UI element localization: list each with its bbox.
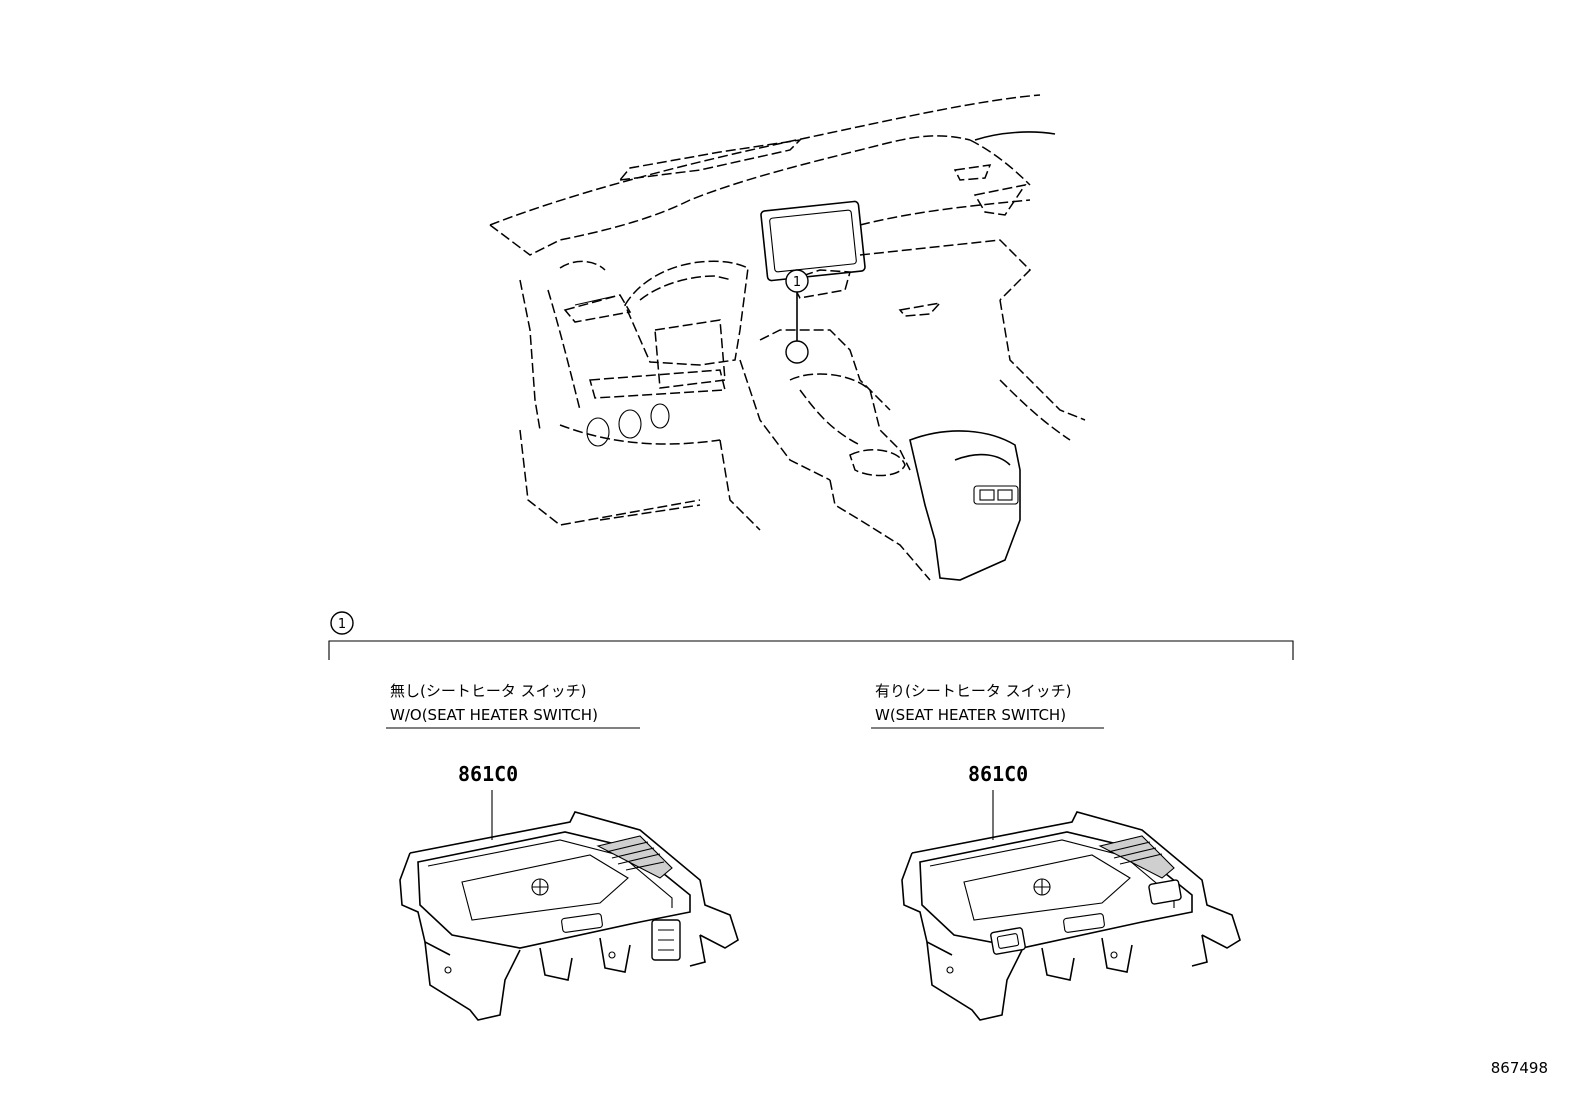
variant-label-en: W(SEAT HEATER SWITCH) bbox=[875, 706, 1066, 724]
accessory-panel-illustration bbox=[901, 811, 1241, 1021]
section-callout-circle bbox=[330, 611, 354, 635]
section-bracket: 1 bbox=[328, 611, 1294, 660]
variant-label-jp: 無し(シートヒータ スイッチ) bbox=[390, 682, 586, 700]
part-number-label: 861C0 bbox=[458, 762, 518, 786]
variant-label-jp: 有り(シートヒータ スイッチ) bbox=[875, 682, 1071, 700]
dashboard-overview-illustration bbox=[489, 94, 1086, 581]
callout-number-overview: 1 bbox=[793, 275, 801, 290]
part-number-label: 861C0 bbox=[968, 762, 1028, 786]
accessory-panel-illustration bbox=[399, 811, 739, 1021]
callout-circle bbox=[785, 269, 809, 293]
variant-without-seat-heater: 無し(シートヒータ スイッチ) W/O(SEAT HEATER SWITCH) … bbox=[386, 682, 739, 1021]
variant-label-en: W/O(SEAT HEATER SWITCH) bbox=[390, 706, 598, 724]
illustration-code: 867498 bbox=[1491, 1059, 1548, 1077]
overview-callout: 1 bbox=[785, 269, 809, 341]
section-callout-number: 1 bbox=[338, 617, 346, 632]
switch-location-marker bbox=[785, 340, 809, 364]
variant-with-seat-heater: 有り(シートヒータ スイッチ) W(SEAT HEATER SWITCH) 86… bbox=[871, 682, 1241, 1021]
